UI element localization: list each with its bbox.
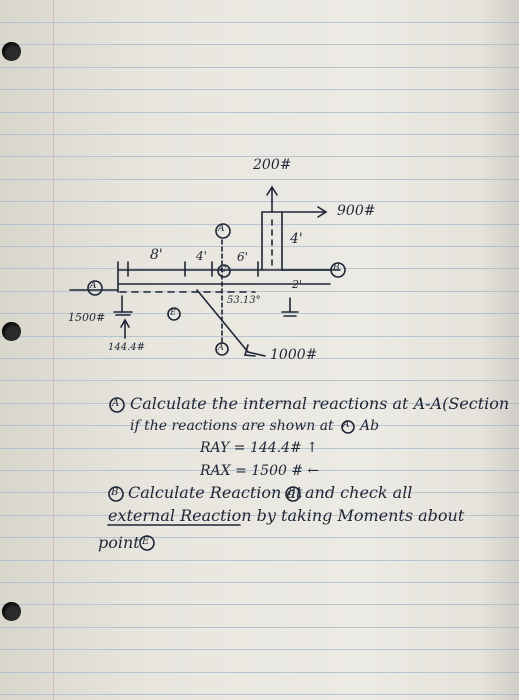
binder-hole — [2, 42, 21, 61]
ruled-line — [0, 22, 519, 23]
ruled-line — [0, 515, 519, 516]
force-900-head — [317, 206, 328, 218]
reaction-144-label: 144.4# — [108, 342, 146, 353]
note-line-6: external Reaction by taking Moments abou… — [108, 506, 465, 525]
ruled-line — [0, 380, 519, 381]
force-200-head — [266, 185, 278, 196]
ruled-line — [0, 403, 519, 404]
marker-a-left-label: A — [90, 281, 97, 291]
ruled-line — [0, 560, 519, 561]
ruled-line — [0, 470, 519, 471]
note-b-marker: B — [111, 487, 119, 498]
marker-c-label: C — [220, 265, 227, 274]
note-marker-b — [108, 486, 124, 502]
binder-hole — [2, 602, 21, 621]
dim-4-left-label: 4' — [196, 249, 207, 263]
binder-hole — [2, 322, 21, 341]
ruled-line — [0, 44, 519, 45]
ruled-line — [0, 649, 519, 650]
marker-circle-a-left — [87, 280, 103, 296]
marker-e-label: E — [170, 308, 176, 317]
ruled-line — [0, 672, 519, 673]
note-marker-e — [139, 535, 155, 551]
ruled-line — [0, 627, 519, 628]
inclined-member — [196, 289, 249, 353]
note-marker-a-inline — [341, 420, 355, 434]
note-line-2-end: Ab — [360, 418, 380, 434]
load-900-label: 900# — [337, 203, 376, 219]
marker-a-top-label: A — [218, 224, 225, 234]
dim-6-label: 6' — [237, 250, 248, 264]
note-line-5: Calculate Reaction at — [128, 483, 303, 502]
marker-circle-a-bottom — [215, 342, 229, 356]
ruled-line — [0, 291, 519, 292]
ruled-line — [0, 224, 519, 225]
note-line-7: point — [98, 533, 140, 552]
ruled-line — [0, 201, 519, 202]
note-marker-a — [109, 397, 125, 413]
load-200-label: 200# — [253, 157, 292, 173]
dim-4-upper-label: 4' — [290, 231, 303, 247]
margin-line — [53, 0, 54, 700]
note-line-4: RAX = 1500 # ← — [200, 463, 320, 479]
marker-circle-c — [217, 264, 231, 278]
ruled-line — [0, 336, 519, 337]
note-line-2: if the reactions are shown at — [130, 418, 334, 434]
marker-circle-b — [330, 262, 346, 278]
marker-circle-a-top — [215, 223, 231, 239]
ruled-line — [0, 537, 519, 538]
force-1000-arrow — [247, 351, 266, 357]
marker-b-label: B — [333, 263, 340, 273]
ruled-line — [0, 492, 519, 493]
ruled-line — [0, 134, 519, 135]
ruled-line — [0, 112, 519, 113]
load-1000-label: 1000# — [270, 347, 318, 363]
note-line-1: Calculate the internal reactions at A-A(… — [130, 394, 510, 413]
reaction-head — [120, 318, 130, 328]
ruled-line — [0, 156, 519, 157]
note-line-3: RAY = 144.4# ↑ — [200, 440, 318, 456]
ruled-line — [0, 604, 519, 605]
ruled-line — [0, 89, 519, 90]
dim-2-label: 2' — [292, 278, 303, 291]
note-line-2-marker: A — [343, 420, 350, 430]
ruled-line — [0, 425, 519, 426]
note-a-marker: A — [112, 398, 120, 409]
marker-circle-e — [167, 307, 181, 321]
dim-8-label: 8' — [150, 247, 163, 263]
ruled-line — [0, 313, 519, 314]
note-line-7-marker: E — [142, 536, 150, 547]
ruled-line — [0, 67, 519, 68]
note-line-5-marker: B — [288, 487, 296, 498]
ruled-line — [0, 268, 519, 269]
ruled-line — [0, 246, 519, 247]
note-marker-b-inline — [285, 486, 301, 502]
load-1500-label: 1500# — [68, 311, 106, 324]
ruled-line — [0, 582, 519, 583]
note-line-5-end: and check all — [305, 483, 413, 502]
ruled-line — [0, 694, 519, 695]
page-shadow — [479, 0, 519, 700]
marker-a-bottom-label: A — [218, 343, 224, 352]
force-1000-head — [243, 344, 256, 357]
ruled-line — [0, 358, 519, 359]
angle-label: 53.13° — [227, 295, 261, 306]
ruled-line — [0, 448, 519, 449]
ruled-line — [0, 179, 519, 180]
